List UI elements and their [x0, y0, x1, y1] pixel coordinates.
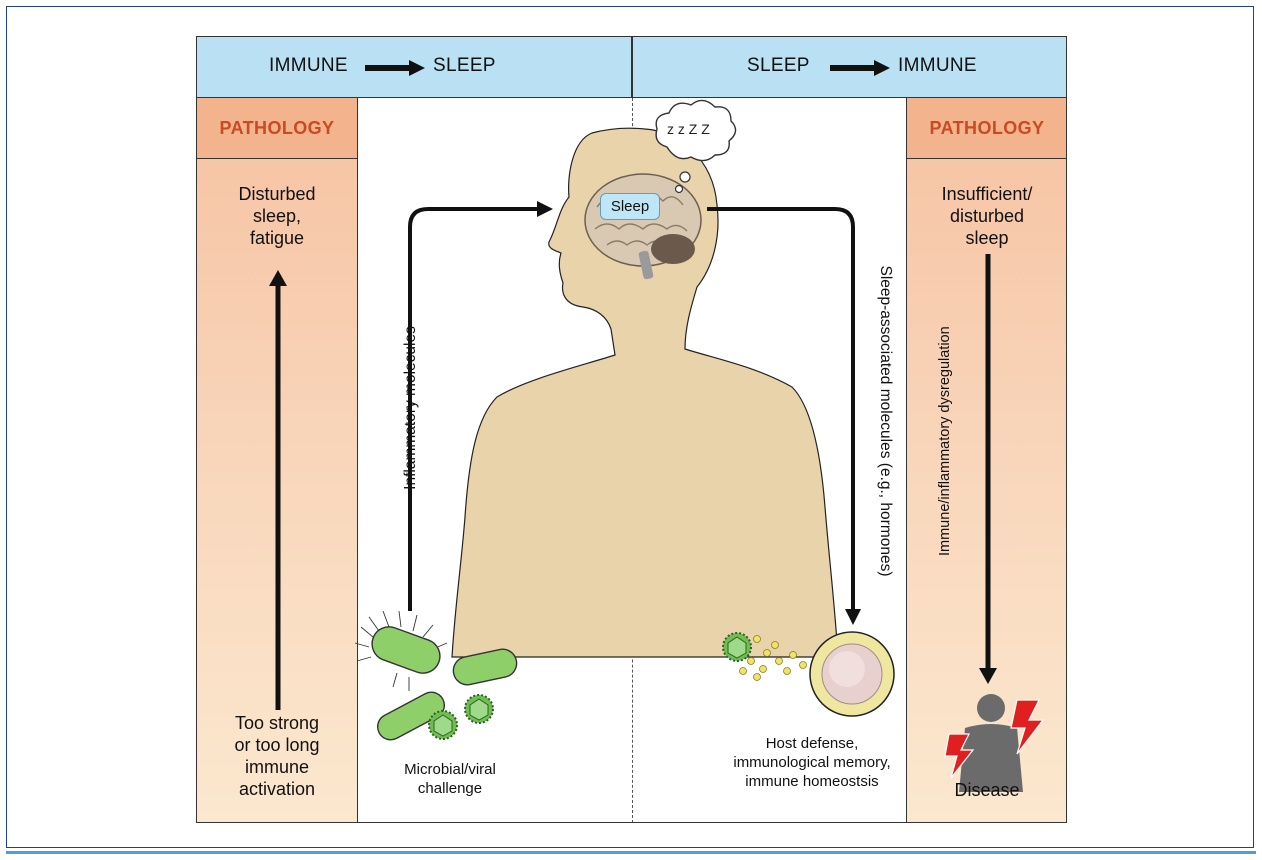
header-right-to: IMMUNE [898, 55, 977, 76]
lightning-bolt-icon [944, 733, 975, 779]
header-left-arrow-icon [365, 60, 425, 76]
left-up-arrow-icon [269, 270, 287, 710]
bacteria-icon [354, 610, 518, 741]
sleep-molecules-arrow-icon [707, 207, 861, 625]
right-down-arrow-icon [979, 254, 997, 684]
disease-figure-icon [944, 694, 1045, 792]
header-right-arrow-icon [830, 60, 890, 76]
right-arrow-label: Sleep-associated molecules (e.g., hormon… [877, 265, 894, 577]
dream-text: z z Z Z [667, 121, 710, 137]
left-pathology-heading: PATHOLOGY [197, 98, 357, 159]
right-pathology-heading: PATHOLOGY [907, 98, 1066, 159]
header-right-from: SLEEP [747, 55, 810, 76]
left-arrow-label: Inflammatory molecules [402, 326, 419, 490]
diagram-figure: IMMUNE SLEEP SLEEP IMMUNE PATHOLOGY Dist… [196, 36, 1067, 823]
header-left-to: SLEEP [433, 55, 496, 76]
thought-cloud-icon [655, 99, 737, 194]
left-caption: Microbial/viral challenge [404, 761, 496, 797]
header-divider [631, 37, 633, 98]
left-bottom-text: Too strong or too long immune activation [234, 713, 320, 799]
molecule-particles [739, 635, 807, 681]
lightning-bolt-icon [1010, 699, 1045, 755]
virus-icon [428, 632, 752, 740]
left-pathology-column: PATHOLOGY Disturbed sleep, fatigue Too s… [197, 98, 358, 822]
inflammatory-arrow-icon [408, 201, 553, 611]
outer-frame [6, 6, 1254, 848]
sleep-badge: Sleep [600, 193, 660, 220]
header-left-from: IMMUNE [269, 55, 348, 76]
center-illustration [354, 99, 895, 741]
right-pathology-column: PATHOLOGY Insufficient/ disturbed sleep … [906, 98, 1066, 822]
left-top-text: Disturbed sleep, fatigue [238, 184, 316, 248]
right-bottom-text: Disease [954, 780, 1020, 800]
right-top-text: Insufficient/ disturbed sleep [941, 184, 1033, 248]
human-silhouette [451, 127, 839, 658]
immune-cell-icon [809, 631, 895, 717]
bottom-rule [6, 851, 1256, 854]
right-caption: Host defense, immunological memory, immu… [733, 735, 891, 790]
